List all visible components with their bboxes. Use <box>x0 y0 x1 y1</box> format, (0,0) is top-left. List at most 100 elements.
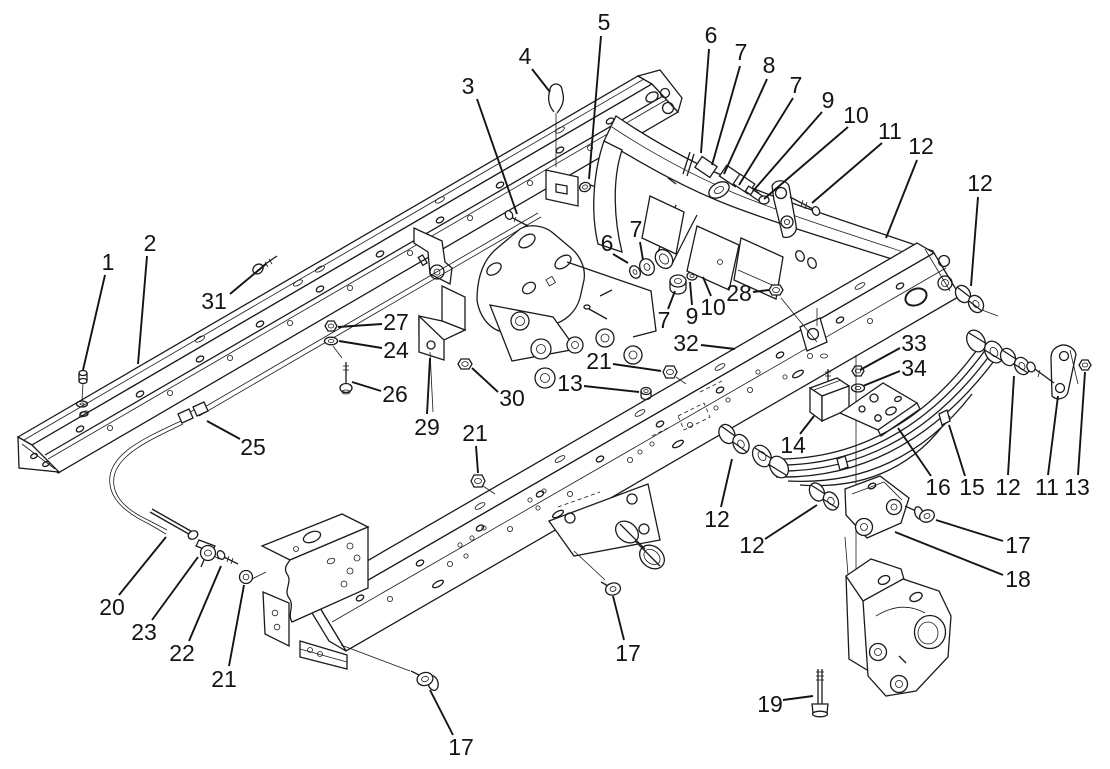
bushing-12-railend <box>954 284 999 317</box>
callout-26-leader-23 <box>351 381 382 392</box>
nut-33 <box>851 365 865 377</box>
callout-17-leader-47 <box>612 595 625 641</box>
callout-4-leader-4 <box>531 68 551 93</box>
callout-24-label-22: 24 <box>383 337 409 363</box>
callout-11-leader-12 <box>811 142 883 204</box>
callout-33-leader-29 <box>859 347 901 371</box>
callout-21-leader-41 <box>475 445 479 474</box>
callout-11-leader-35 <box>1047 395 1059 476</box>
nut-28 <box>768 284 818 343</box>
callout-17-label-37: 17 <box>1005 532 1031 558</box>
callout-6-leader-6 <box>700 48 710 154</box>
callout-16-leader-32 <box>897 427 932 477</box>
callout-13-leader-28 <box>583 385 640 393</box>
u-bracket-18 <box>844 475 910 539</box>
callout-12-label-13: 12 <box>908 133 934 159</box>
callout-4-label-4: 4 <box>519 43 532 69</box>
callout-12-leader-40 <box>764 504 818 540</box>
rear-rail-holes <box>355 282 905 603</box>
bracket-29 <box>418 284 467 413</box>
bolt-26 <box>339 362 353 395</box>
callout-17-label-48: 17 <box>448 734 474 760</box>
nut-30 <box>457 358 473 370</box>
caster-arm <box>547 483 665 581</box>
callout-11-label-35: 11 <box>1035 474 1059 500</box>
callout-33-label-29: 33 <box>901 330 927 356</box>
nut-21-a <box>662 365 687 385</box>
callout-13-label-36: 13 <box>1064 474 1090 500</box>
callout-6-label-6: 6 <box>705 22 718 48</box>
callout-15-leader-33 <box>948 424 966 477</box>
callout-21-leader-46 <box>228 584 245 667</box>
fuel-line <box>195 212 542 417</box>
rail-hanger-bracket <box>413 226 453 285</box>
tube-bracket-b <box>686 225 740 291</box>
callout-21-label-41: 21 <box>462 420 488 446</box>
fitting-22 <box>216 550 239 565</box>
callout-9-label-10: 9 <box>822 87 835 113</box>
callout-17-leader-37 <box>935 519 1004 542</box>
callout-7-leader-17 <box>667 290 676 310</box>
callout-28-leader-20 <box>752 289 770 293</box>
callout-12-label-39: 12 <box>704 506 730 532</box>
callout-31-leader-2 <box>229 263 267 295</box>
callout-19-leader-49 <box>782 695 814 701</box>
tube-elbow <box>593 140 623 253</box>
callout-21-leader-27 <box>612 363 662 372</box>
elbow-stud <box>599 289 613 297</box>
callout-7-label-7: 7 <box>735 39 748 65</box>
callout-24-leader-22 <box>338 340 383 349</box>
callout-28-label-20: 28 <box>726 280 752 306</box>
callout-23-leader-44 <box>151 556 199 621</box>
callout-6-label-15: 6 <box>601 230 614 256</box>
pin-11 <box>789 196 821 216</box>
callout-8-leader-8 <box>723 78 768 175</box>
mount-14-group <box>808 355 921 622</box>
callout-27-label-21: 27 <box>383 309 409 335</box>
callout-12-leader-39 <box>720 458 733 508</box>
callout-5-leader-5 <box>588 35 602 180</box>
callout-5-label-5: 5 <box>598 9 611 35</box>
callout-1-leader-0 <box>82 274 106 371</box>
callout-31-label-2: 31 <box>201 288 227 314</box>
bolt-17-center <box>600 581 622 596</box>
tube-bracket-c <box>733 237 784 300</box>
fuel-valve-group <box>109 401 267 585</box>
callout-15-label-33: 15 <box>959 474 985 500</box>
callout-12-leader-34 <box>1007 375 1015 476</box>
callout-22-label-45: 22 <box>169 640 195 666</box>
callout-10-leader-19 <box>702 276 712 297</box>
callout-25-label-42: 25 <box>240 434 266 460</box>
callout-14-leader-31 <box>799 415 815 435</box>
nut-13-a <box>640 386 652 401</box>
callout-29-label-25: 29 <box>414 414 440 440</box>
callout-17-label-47: 17 <box>615 640 641 666</box>
callout-27-leader-21 <box>337 323 383 328</box>
callout-7-leader-9 <box>738 97 794 186</box>
callout-12-label-40: 12 <box>739 532 765 558</box>
callout-18-leader-38 <box>894 531 1004 576</box>
callout-3-leader-3 <box>476 98 518 215</box>
callout-13-label-28: 13 <box>557 370 583 396</box>
spring-eye-right <box>966 329 1004 364</box>
callout-20-leader-43 <box>118 536 167 596</box>
callout-8-label-8: 8 <box>763 52 776 78</box>
grommet-21 <box>238 569 267 585</box>
callout-2-label-1: 2 <box>144 230 157 256</box>
rear-frame-rail <box>299 242 961 670</box>
bushing-12-low <box>808 482 840 511</box>
plug-1 <box>75 369 89 417</box>
callout-17-leader-48 <box>429 689 454 736</box>
callout-9-leader-18 <box>689 281 693 306</box>
leaf-spring <box>718 284 1092 511</box>
callout-26-label-23: 26 <box>382 381 408 407</box>
callout-12-label-14: 12 <box>967 170 993 196</box>
shackle-link-11 <box>1026 344 1079 400</box>
callout-14-label-31: 14 <box>780 432 806 458</box>
callout-23-label-44: 23 <box>131 619 157 645</box>
callout-30-label-24: 30 <box>499 385 525 411</box>
clamp-plate <box>545 169 579 207</box>
washer-24 <box>323 336 343 359</box>
